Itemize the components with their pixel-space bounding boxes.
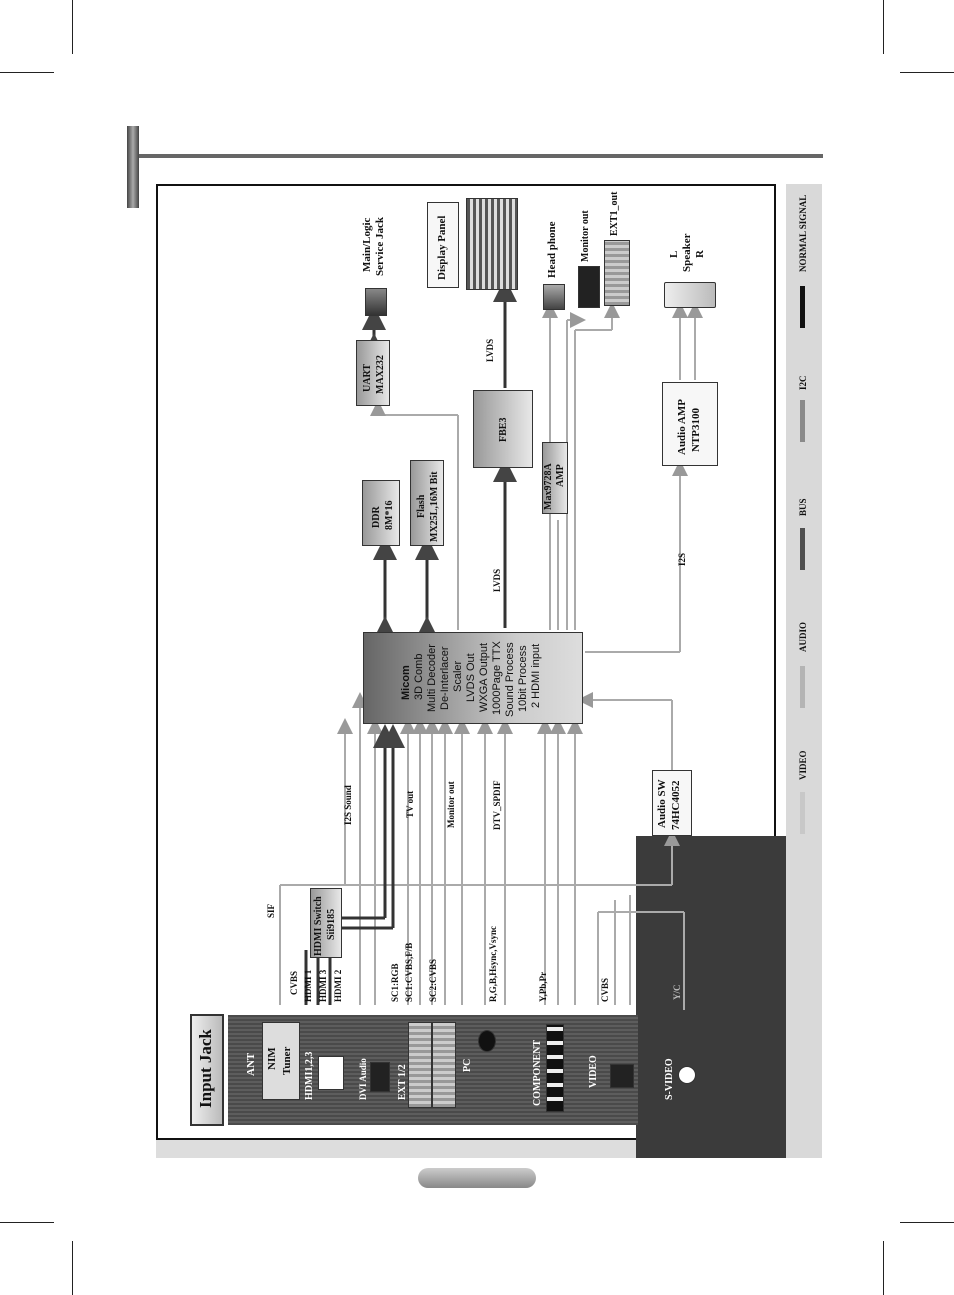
legend-label-bus: BUS <box>798 498 808 516</box>
micom-feature: 10bit Process <box>517 645 529 712</box>
micom-feature: 3D Comb <box>413 654 425 700</box>
legend-swatch-i2c <box>800 400 805 442</box>
scart-ext1-connector <box>408 1022 432 1108</box>
jack-hdmi-label: HDMI1,2,3 <box>304 1052 315 1100</box>
monitor-out-jack <box>578 266 600 308</box>
speaker-label: L <box>668 251 680 258</box>
speaker-icon <box>664 282 716 308</box>
audio-sw-label: 74HC4052 <box>670 781 682 831</box>
legend-label-i2c: I2C <box>798 375 808 390</box>
micom-feature: Sound Process <box>504 642 516 717</box>
ddr-label: DDR <box>371 506 382 528</box>
pc-port <box>478 1030 496 1052</box>
legend-label-audio: AUDIO <box>798 622 808 652</box>
service-jack-label: Service Jack <box>374 217 386 276</box>
display-panel-image <box>466 198 518 290</box>
signal-label: Monitor out <box>446 781 456 828</box>
micom-title: Micom <box>400 665 412 700</box>
signal-label: CVBS <box>600 978 610 1002</box>
head-phone-label: Head phone <box>546 221 558 278</box>
micom-feature: 2 HDMI input <box>530 644 542 708</box>
legend-swatch-bus <box>800 528 805 570</box>
flash-label: Flash <box>416 495 427 518</box>
hdmi-switch-label: HDMI Switch <box>313 896 324 956</box>
legend-swatch-video <box>800 792 805 834</box>
head-phone-icon <box>543 284 565 310</box>
jack-ext-label: EXT 1/2 <box>397 1064 408 1100</box>
nim-tuner-label: NIM <box>266 1047 278 1070</box>
uart-label: MAX232 <box>375 355 386 394</box>
page-number-pill <box>418 1168 536 1188</box>
hdmi-switch-label: Sii9185 <box>326 909 337 940</box>
signal-label: DTV_SPDIF <box>492 780 502 830</box>
audio-amp-label: Audio AMP <box>676 399 688 455</box>
monitor-out-label: Monitor out <box>580 210 591 262</box>
uart-label: UART <box>362 364 373 392</box>
jack-component-label: COMPONENT <box>532 1040 543 1106</box>
jack-ant-label: ANT <box>245 1053 257 1076</box>
display-panel-label: Display Panel <box>436 216 448 280</box>
signal-label: Y,Pb,Pr <box>538 972 548 1002</box>
nim-tuner-label: Tuner <box>281 1047 293 1075</box>
legend-swatch-audio <box>800 666 805 708</box>
signal-label: HDMI 3 <box>318 970 328 1002</box>
speaker-label: Speaker <box>681 234 693 273</box>
jack-dvi-label: DVI Audio <box>358 1058 368 1100</box>
scart-ext2-connector <box>432 1022 456 1108</box>
ext1-out-label: EXT1_out <box>609 192 620 236</box>
signal-label: CVBS <box>289 971 299 995</box>
legend-label-video: VIDEO <box>798 750 808 780</box>
signal-label: SC1:CVBS,F/B <box>404 943 414 1002</box>
signal-label: I2S <box>677 553 687 566</box>
signal-label: LVDS <box>485 339 495 362</box>
fbe3-label: FBE3 <box>498 418 509 442</box>
signal-label: TV out <box>405 791 415 818</box>
jack-svideo-label: S-VIDEO <box>664 1058 675 1100</box>
jack-pc-label: PC <box>462 1059 473 1072</box>
video-jacks <box>610 1064 634 1088</box>
svideo-jack <box>678 1066 696 1084</box>
max9728-label: AMP <box>555 464 566 487</box>
signal-label: I2S Sound <box>343 785 353 825</box>
flash-label: MX25L,16M Bit <box>429 471 440 542</box>
signal-label: HDMI 2 <box>333 970 343 1002</box>
signal-label: SIF <box>266 904 276 918</box>
ddr-label: 8M*16 <box>384 501 395 530</box>
signal-label: Y/C <box>672 985 682 1001</box>
micom-feature: Multi Decoder <box>426 644 438 712</box>
micom-feature: LVDS Out <box>465 653 477 702</box>
legend-swatch-normal <box>800 286 805 328</box>
signal-label: SC1:RGB <box>390 963 400 1002</box>
dvi-audio-jack <box>370 1062 390 1092</box>
audio-sw-label: Audio SW <box>656 779 668 828</box>
audio-amp-label: NTP3100 <box>690 408 702 452</box>
service-jack-label: Main/Logic <box>361 218 373 272</box>
speaker-label: R <box>694 250 706 258</box>
micom-feature: Scaler <box>452 661 464 692</box>
micom-feature: De-Interlacer <box>439 646 451 710</box>
ext1-out-connector <box>604 240 630 306</box>
micom-feature: WXGA Output <box>478 643 490 712</box>
jack-video-label: VIDEO <box>588 1055 599 1088</box>
signal-label: SC2:CVBS <box>428 959 438 1002</box>
signal-label: R,G,B,Hsync,Vsync <box>488 926 498 1002</box>
service-jack-connector <box>365 288 387 316</box>
signal-label: HDMI 1 <box>303 970 313 1002</box>
component-jacks <box>546 1024 564 1112</box>
legend-label-normal: NORMAL SIGNAL <box>798 195 808 272</box>
signal-label: LVDS <box>492 569 502 592</box>
hdmi-port-icon <box>318 1056 344 1090</box>
micom-feature: 1000Page TTX <box>491 641 503 715</box>
input-jack-title: Input Jack <box>196 1029 216 1108</box>
max9728-label: Max9728A <box>543 463 554 510</box>
